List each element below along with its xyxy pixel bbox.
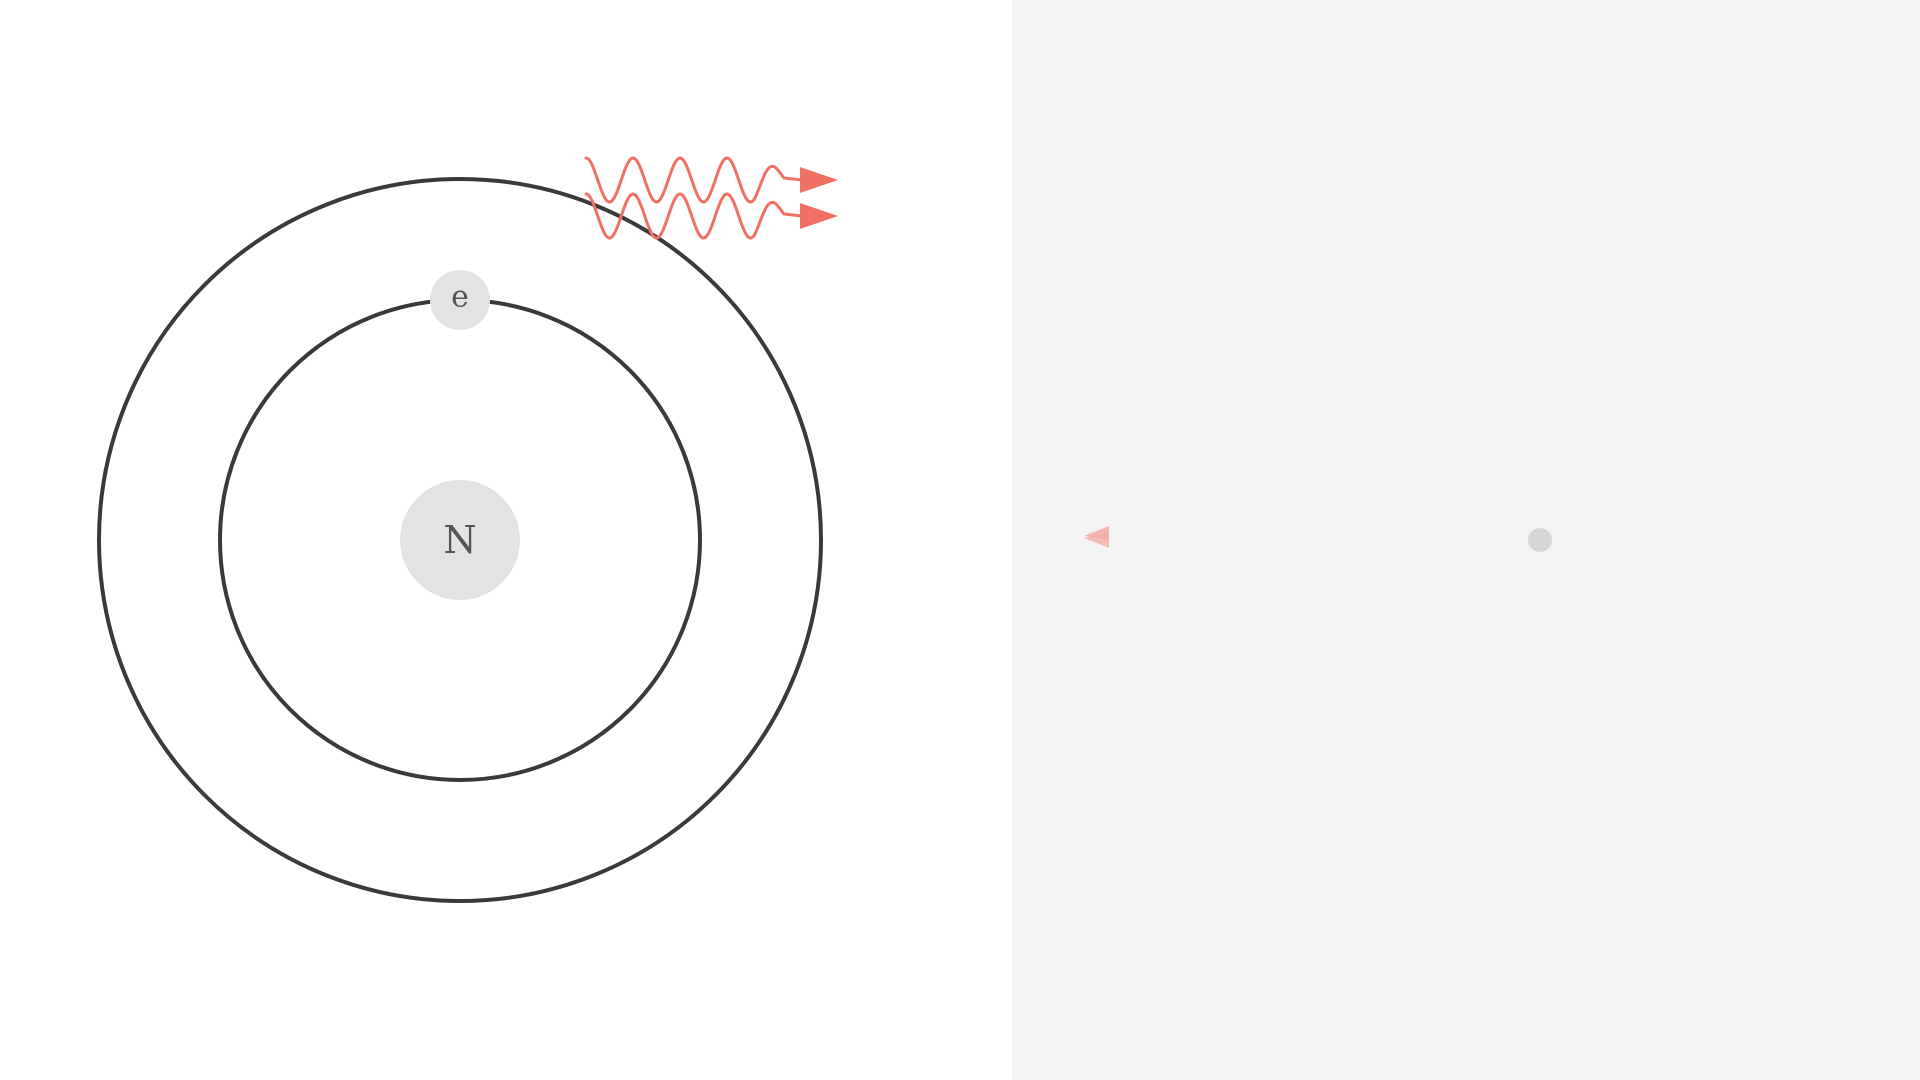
photon-wave-2 xyxy=(584,192,838,240)
photon-wave-1 xyxy=(584,156,838,204)
side-panel-canvas xyxy=(1084,526,1552,552)
incoming-photon-arrow-2 xyxy=(1084,532,1109,548)
photon-wave-1-line xyxy=(584,156,804,204)
atom-diagram: N e xyxy=(97,156,838,903)
electron-circle xyxy=(430,270,490,330)
incoming-photon xyxy=(1084,526,1109,548)
photon-wave-1-arrowhead xyxy=(800,167,838,193)
outer-orbit xyxy=(97,177,823,903)
nucleus-label: N xyxy=(443,518,476,562)
atom-diagram-panel: N e xyxy=(97,156,838,903)
animation-side-panel xyxy=(1012,0,1920,1080)
electron-label: e xyxy=(451,280,469,315)
photon-wave-2-line xyxy=(584,192,804,240)
nucleus-circle xyxy=(400,480,520,600)
electron[interactable]: e xyxy=(430,270,490,330)
nucleus[interactable]: N xyxy=(400,480,520,600)
particle-dot xyxy=(1528,528,1552,552)
photon-wave-2-arrowhead xyxy=(800,203,838,229)
